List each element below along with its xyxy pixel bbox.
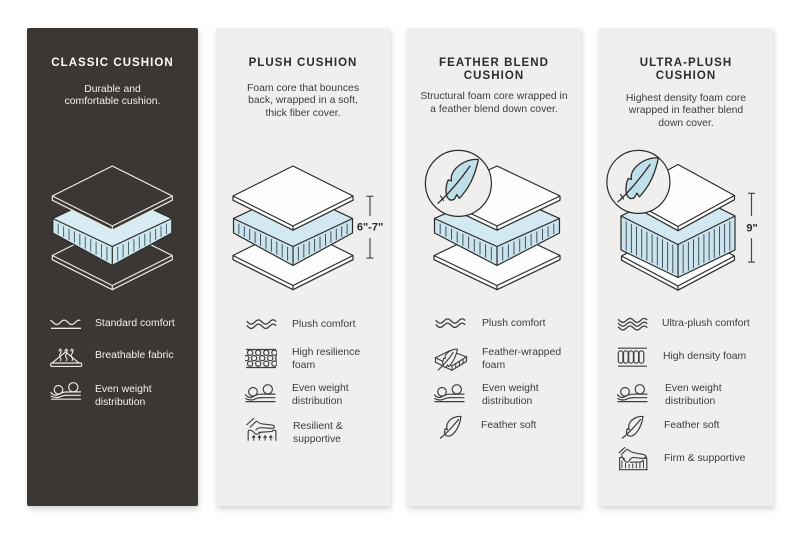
svg-text:6"-7": 6"-7" (357, 222, 383, 234)
svg-text:9": 9" (746, 223, 757, 235)
